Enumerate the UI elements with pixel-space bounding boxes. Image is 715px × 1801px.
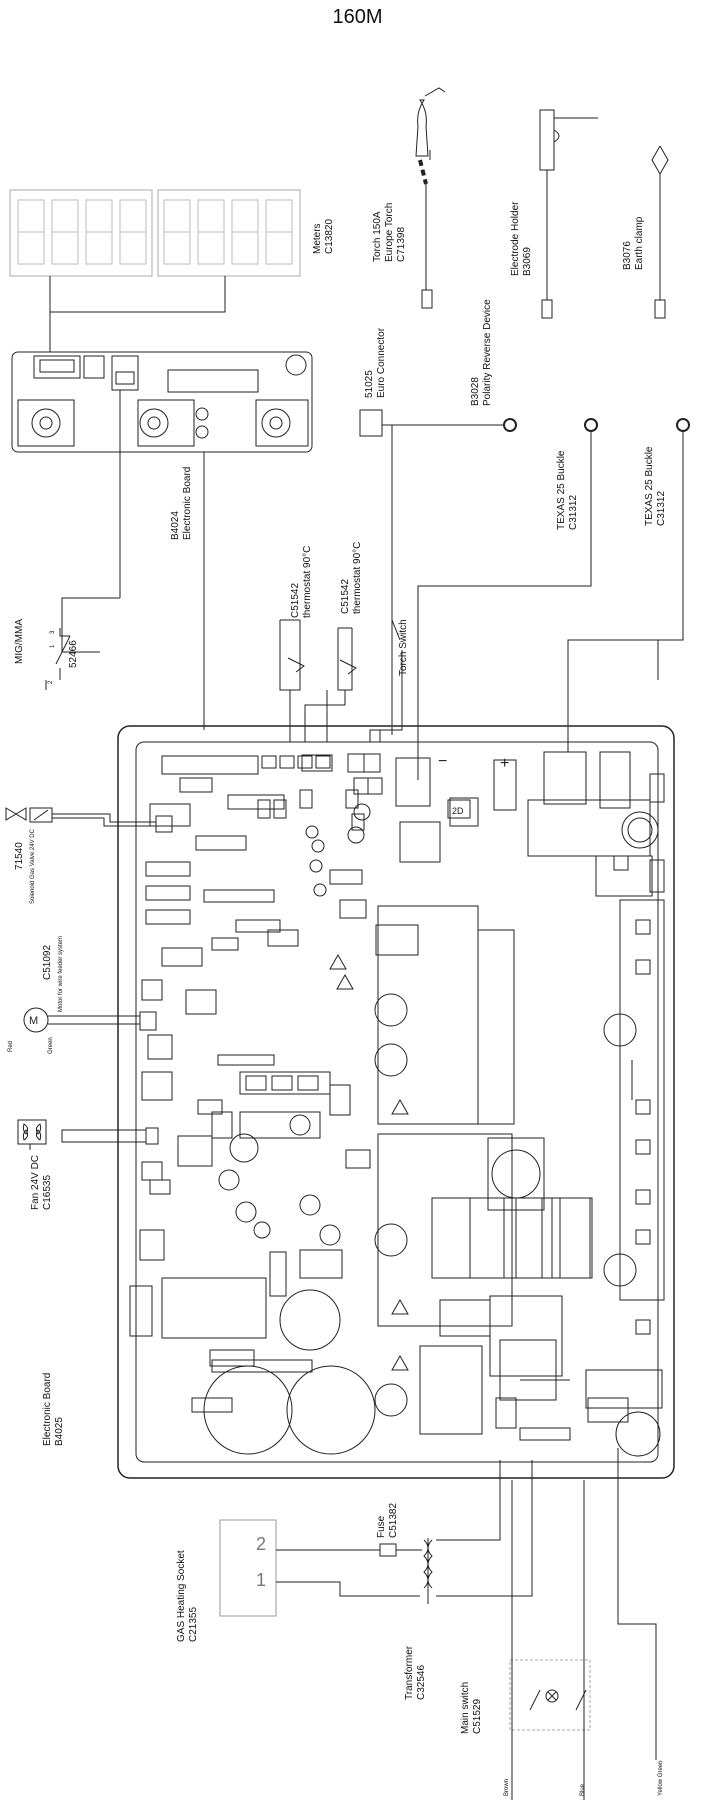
motor-drawing: [23, 1007, 157, 1033]
gas-heating-socket-drawing: [219, 1519, 277, 1617]
fuse-drawing: [276, 1460, 533, 1604]
gas-valve-drawing: [5, 807, 173, 833]
top-board: [11, 351, 313, 453]
motor-name: Motor for wire feeder system: [58, 935, 64, 1012]
thermostat-1-label: C51542 thermostat 90°C: [290, 545, 313, 618]
buckle-2-label: TEXAS 25 Buckle C31312: [644, 446, 667, 526]
gas-socket-pin-1: 1: [256, 1570, 267, 1590]
gas-socket-label: GAS Heating Socket C21355: [176, 1550, 199, 1642]
earth-clamp-drawing: [651, 145, 669, 319]
gas-valve-code: 71540: [14, 842, 25, 870]
wire-blue-label: Blue: [580, 1783, 586, 1796]
fuse-label: Fuse C51382: [376, 1502, 399, 1538]
mig-mma-switch-drawing: [45, 628, 71, 690]
main-switch-drawing: [509, 1448, 657, 1800]
mig-pin-2: 2: [48, 680, 54, 684]
mig-switch-code: 52466: [68, 640, 79, 668]
fan-label: Fan 24V DC C16535: [30, 1154, 53, 1210]
motor-green-wire: Green: [48, 1037, 54, 1054]
motor-symbol: M: [29, 1015, 38, 1027]
torch-switch-drawing: [369, 619, 403, 742]
board-2d-label: 2D: [452, 806, 464, 816]
board-minus-mark: −: [438, 753, 447, 770]
thermostat-2-label: C51542 thermostat 90°C: [340, 541, 363, 614]
transformer-label: Transformer C32546: [404, 1645, 427, 1700]
euro-connector-label: 51025 Euro Connector: [364, 327, 387, 398]
board-plus-mark: +: [500, 755, 509, 772]
motor-code: C51092: [42, 944, 53, 980]
mig-switch-label: MIG/MMA: [14, 619, 25, 664]
electrode-holder-drawing: [539, 109, 598, 319]
meters-display: [9, 189, 301, 277]
earth-clamp-label: B3076 Earth clamp: [622, 216, 645, 270]
electrode-holder-label: Electrode Holder B3069: [510, 201, 533, 276]
gas-valve-name: Solenoid Gas Valve 24V DC: [30, 829, 36, 904]
mig-pin-1: 1: [50, 644, 56, 648]
torch-label: Torch 150A Europe Torch C71398: [372, 202, 407, 262]
main-board: [117, 725, 675, 1479]
diagram-title: 160M: [332, 6, 383, 28]
torch-switch-label: Torch Switch: [398, 619, 409, 676]
euro-connector-block: [359, 409, 383, 437]
torch-drawing: [415, 87, 446, 309]
top-board-label: B4024 Electronic Board: [170, 466, 193, 540]
motor-red-wire: Red: [8, 1040, 14, 1052]
polarity-label: B3028 Polarity Reverse Device: [470, 299, 493, 406]
buckle-1-label: TEXAS 25 Buckle C31312: [556, 450, 579, 530]
wire-yellow-green-label: Yellow Green: [658, 1760, 664, 1796]
fan-drawing: [17, 1119, 159, 1150]
main-board-label: Electronic Board B4025: [42, 1372, 65, 1446]
meters-label: Meters C13820: [312, 218, 335, 254]
main-switch-label: Main switch C51529: [460, 1681, 483, 1734]
gas-socket-pin-2: 2: [256, 1534, 267, 1554]
wire-brown-label: Brown: [504, 1778, 510, 1796]
thermostat-drawing: [279, 619, 357, 742]
mig-pin-3: 3: [50, 630, 56, 634]
